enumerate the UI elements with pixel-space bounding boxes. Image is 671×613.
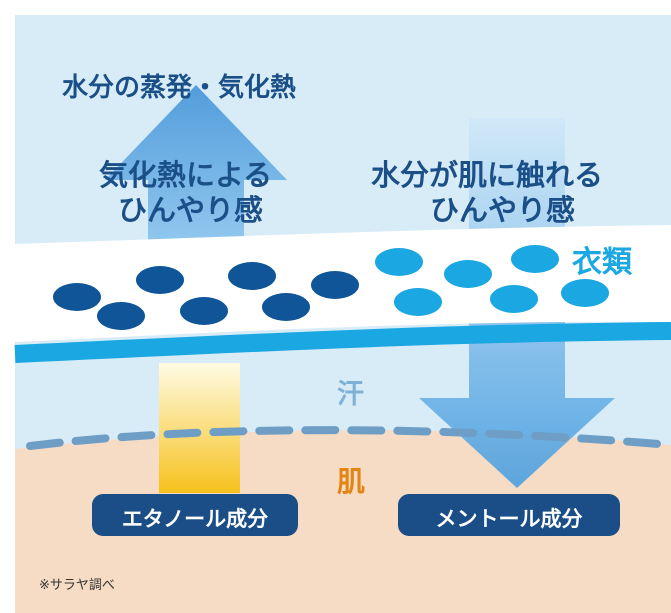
up-arrow-vapor-icon	[105, 85, 287, 260]
menthol-pill	[398, 494, 620, 536]
footnote: ※サラヤ調べ	[39, 578, 115, 593]
sweat-label: 汗	[337, 379, 364, 410]
clothing-label: 衣類	[572, 245, 632, 280]
menthol-label: メントール成分	[435, 507, 583, 531]
right-effect-line1: 水分が肌に触れる	[371, 158, 604, 192]
left-effect-line1: 気化熱による	[99, 158, 273, 192]
title-label: 水分の蒸発・気化熱	[62, 73, 297, 103]
skin-surface-dashed-line	[26, 426, 671, 450]
ethanol-pill	[92, 494, 298, 536]
left-effect-line2: ひんやり感	[118, 193, 264, 227]
right-effect-line2: ひんやり感	[430, 193, 576, 227]
clothing-underline	[14, 322, 671, 363]
clothing-dots-cyan	[375, 245, 609, 316]
ethanol-label: エタノール成分	[121, 507, 269, 531]
skin-label: 肌	[337, 465, 366, 498]
clothing-dots-navy	[53, 262, 359, 330]
